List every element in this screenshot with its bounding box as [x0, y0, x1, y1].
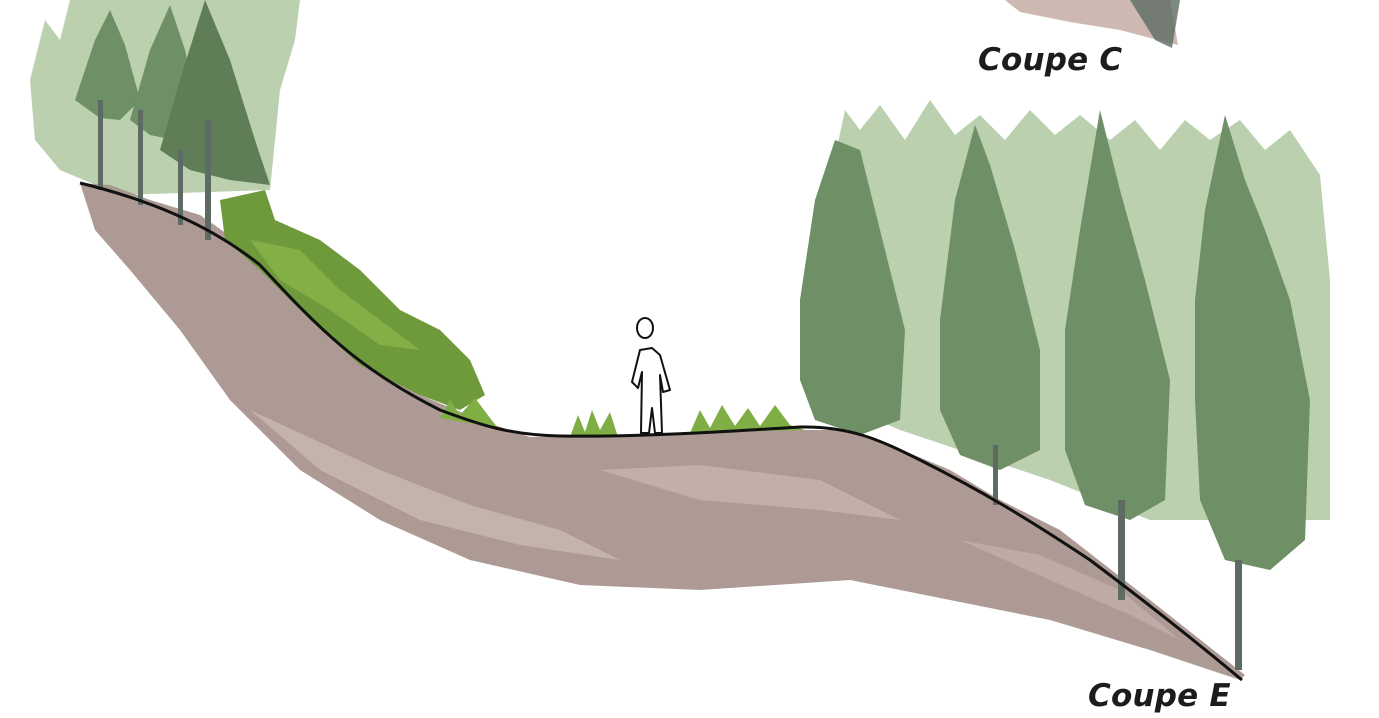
- section-e-label: Coupe E: [1088, 678, 1231, 714]
- left-conifers: [75, 0, 270, 240]
- soil-profile: [80, 183, 1245, 680]
- section-c-label: Coupe C: [978, 42, 1123, 78]
- person-silhouette-icon: [631, 317, 671, 434]
- ground-line: [79, 181, 1243, 682]
- section-c-fragment: [1005, 0, 1180, 48]
- grass-tufts: [440, 398, 805, 437]
- shrub-cluster: [220, 190, 485, 410]
- right-cypresses: [800, 110, 1310, 670]
